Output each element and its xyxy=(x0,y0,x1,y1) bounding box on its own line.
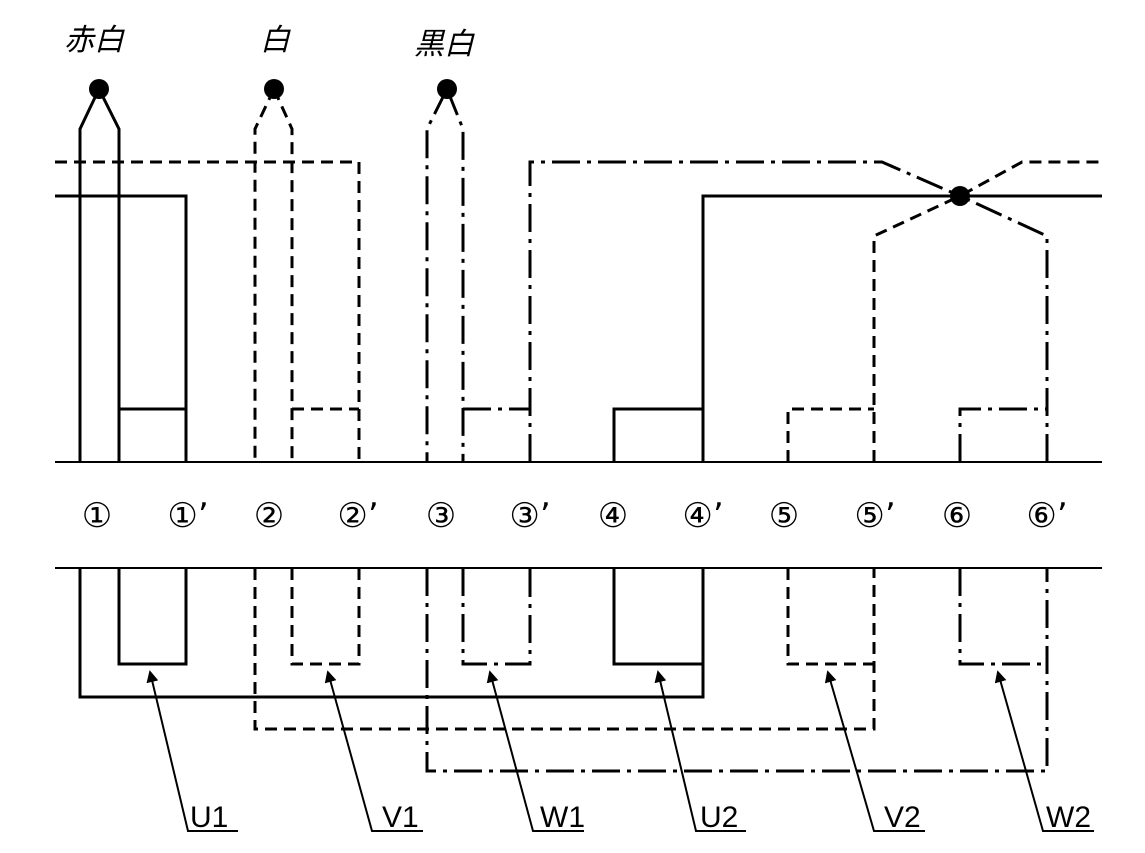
lead-label-red-white: 赤白 xyxy=(64,23,125,58)
terminal-6-prime: ⑥’ xyxy=(1026,496,1067,536)
upper-wiring-w2 xyxy=(958,194,1049,462)
terminal-5-prime: ⑤’ xyxy=(854,496,895,536)
leader-w2 xyxy=(994,670,1094,832)
terminal-6: ⑥ xyxy=(942,496,972,536)
lower-wiring-v xyxy=(253,568,876,731)
terminal-3: ③ xyxy=(426,496,456,536)
leader-v2 xyxy=(824,670,925,832)
terminal-2-prime: ②’ xyxy=(337,496,378,536)
lead-label-white: 白 xyxy=(260,23,291,58)
leader-v1 xyxy=(324,670,423,832)
upper-wiring-v2 xyxy=(786,160,1102,462)
terminal-1-prime: ①’ xyxy=(167,496,208,536)
coil-label-w1: W1 xyxy=(540,801,585,834)
terminal-5: ⑤ xyxy=(769,496,799,536)
lower-wiring-u xyxy=(78,568,705,699)
coil-label-v1: V1 xyxy=(382,801,419,834)
leader-lines xyxy=(146,670,1094,832)
coil-labels: U1 V1 W1 U2 V2 W2 xyxy=(190,801,1091,834)
terminal-4-prime: ④’ xyxy=(682,496,723,536)
upper-wiring-white xyxy=(55,88,361,462)
coil-label-u2: U2 xyxy=(700,801,738,834)
upper-wiring-red-white xyxy=(55,88,188,462)
terminal-labels: ① ①’ ② ②’ ③ ③’ ④ ④’ ⑤ ⑤’ ⑥ ⑥’ xyxy=(82,496,1068,536)
lead-label-black-white: 黒白 xyxy=(414,27,475,62)
leader-u1 xyxy=(146,670,238,832)
coil-label-u1: U1 xyxy=(190,801,228,834)
terminal-1: ① xyxy=(82,496,112,536)
upper-wiring-black-white xyxy=(425,88,961,462)
terminal-4: ④ xyxy=(598,496,628,536)
upper-wiring-u2 xyxy=(612,194,1102,462)
leader-w1 xyxy=(486,670,584,832)
lower-wiring-w xyxy=(425,568,1049,773)
coil-label-w2: W2 xyxy=(1046,801,1091,834)
terminal-2: ② xyxy=(254,496,284,536)
terminal-3-prime: ③’ xyxy=(509,496,550,536)
coil-label-v2: V2 xyxy=(884,801,921,834)
leader-u2 xyxy=(654,670,746,832)
